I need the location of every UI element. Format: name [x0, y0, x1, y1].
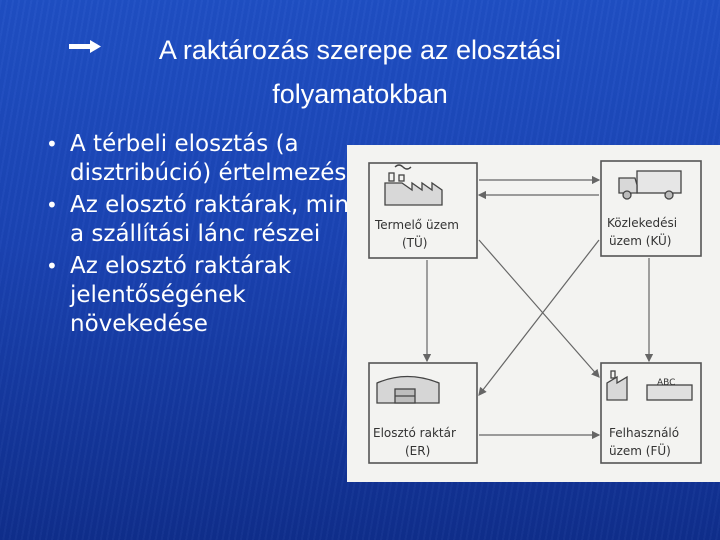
diagram-svg: Termelő üzem (TÜ) Közlekedési üzem (KÜ) …: [368, 160, 702, 464]
bullet-list: • A térbeli elosztás (a disztribúció) ért…: [40, 130, 370, 342]
factory-icon: [384, 164, 443, 206]
arrow-transport-warehouse: [478, 239, 600, 396]
bullet-text: Az elosztó raktárak, mint a szállítási l…: [70, 192, 359, 247]
bullet-text: Az elosztó raktárak jelentőségének növek…: [70, 253, 292, 337]
bullet-item: • A térbeli elosztás (a disztribúció) ért…: [40, 130, 370, 188]
bullet-item: • Az elosztó raktárak jelentőségének növe…: [40, 252, 370, 339]
consumer-label-2: üzem (FÜ): [609, 442, 671, 458]
transport-label-2: üzem (KÜ): [609, 232, 671, 248]
consumer-box: [600, 362, 702, 464]
store-sign: ABC: [657, 378, 675, 388]
bullet-text: A térbeli elosztás (a disztribúció) érte…: [70, 131, 361, 186]
consumer-label-1: Felhasználó: [609, 426, 679, 440]
right-arrow-icon: [69, 40, 101, 53]
distribution-diagram: Termelő üzem (TÜ) Közlekedési üzem (KÜ) …: [347, 145, 720, 482]
title-line-1: A raktározás szerepe az elosztási: [158, 35, 562, 65]
page-title: A raktározás szerepe az elosztási folyam…: [60, 28, 660, 116]
producer-label-2: (TÜ): [402, 234, 427, 250]
warehouse-icon: [376, 375, 440, 404]
producer-label-1: Termelő üzem: [374, 218, 459, 232]
title-line-2: folyamatokban: [272, 79, 448, 109]
transport-box: [600, 160, 702, 257]
bullet-dot-icon: •: [46, 254, 58, 278]
bullet-dot-icon: •: [46, 132, 58, 156]
shop-factory-icon: [606, 370, 693, 401]
warehouse-label-2: (ER): [405, 444, 430, 458]
transport-label-1: Közlekedési: [607, 216, 677, 230]
truck-icon: [618, 170, 682, 200]
arrow-producer-consumer: [478, 239, 600, 378]
bullet-dot-icon: •: [46, 193, 58, 217]
warehouse-label-1: Elosztó raktár: [373, 426, 456, 440]
warehouse-box: [368, 362, 478, 464]
bullet-item: • Az elosztó raktárak, mint a szállítási …: [40, 191, 370, 249]
producer-box: [368, 162, 478, 259]
